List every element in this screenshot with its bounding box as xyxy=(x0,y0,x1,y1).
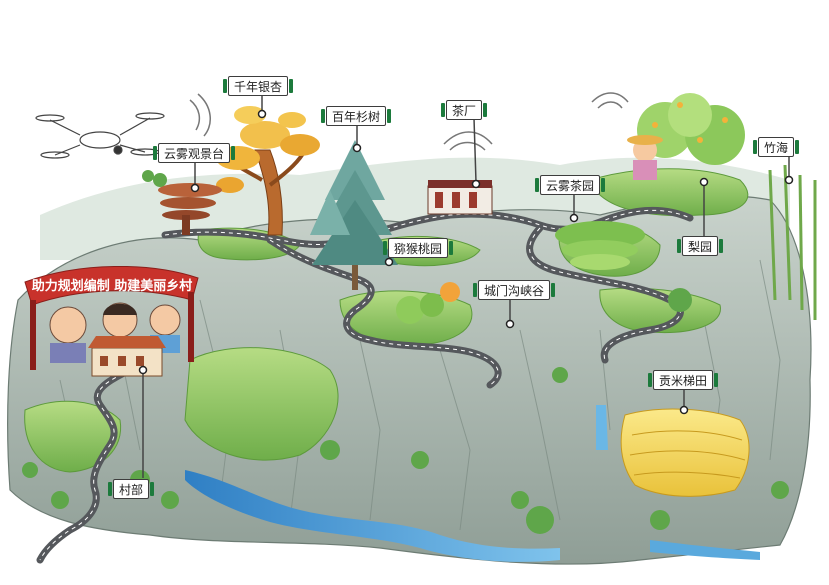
drone-icon xyxy=(35,112,165,159)
location-pin-icon xyxy=(138,96,794,478)
signal-icon xyxy=(189,92,629,151)
stream xyxy=(650,540,760,560)
poi-label-yunwu-chayuan[interactable]: 云雾茶园 xyxy=(534,175,606,195)
observation-deck xyxy=(158,183,222,235)
tea-garden xyxy=(555,221,645,270)
tea-factory xyxy=(427,180,493,215)
fir-trees xyxy=(310,140,398,290)
poi-label-cunbu[interactable]: 村部 xyxy=(107,479,155,499)
poi-label-zhuhai[interactable]: 竹海 xyxy=(752,137,800,157)
village-hall xyxy=(88,336,166,377)
poi-label-liyuan[interactable]: 梨园 xyxy=(676,236,724,256)
rice-terraces xyxy=(620,408,750,497)
poi-label-chengmengou-xiagu[interactable]: 城门沟峡谷 xyxy=(472,280,556,300)
poi-label-yunwu-guanjingtai[interactable]: 云雾观景台 xyxy=(152,143,236,163)
scattered-trees xyxy=(22,170,789,534)
river xyxy=(185,470,560,562)
poi-label-chachang[interactable]: 茶厂 xyxy=(440,100,488,120)
waterfall xyxy=(596,405,608,450)
kiwi-orchard xyxy=(396,282,460,324)
poi-label-gongmi-titian[interactable]: 贡米梯田 xyxy=(647,370,719,390)
bamboo-forest xyxy=(768,164,817,320)
poi-label-bainian-shanshu[interactable]: 百年杉树 xyxy=(320,106,392,126)
pear-orchard xyxy=(627,93,745,180)
poi-label-qiannian-yinxing[interactable]: 千年银杏 xyxy=(222,76,294,96)
village-banner-text: 助力规划编制 助建美丽乡村 xyxy=(32,278,193,294)
poi-label-mihoutao-yuan[interactable]: 猕猴桃园 xyxy=(382,238,454,258)
